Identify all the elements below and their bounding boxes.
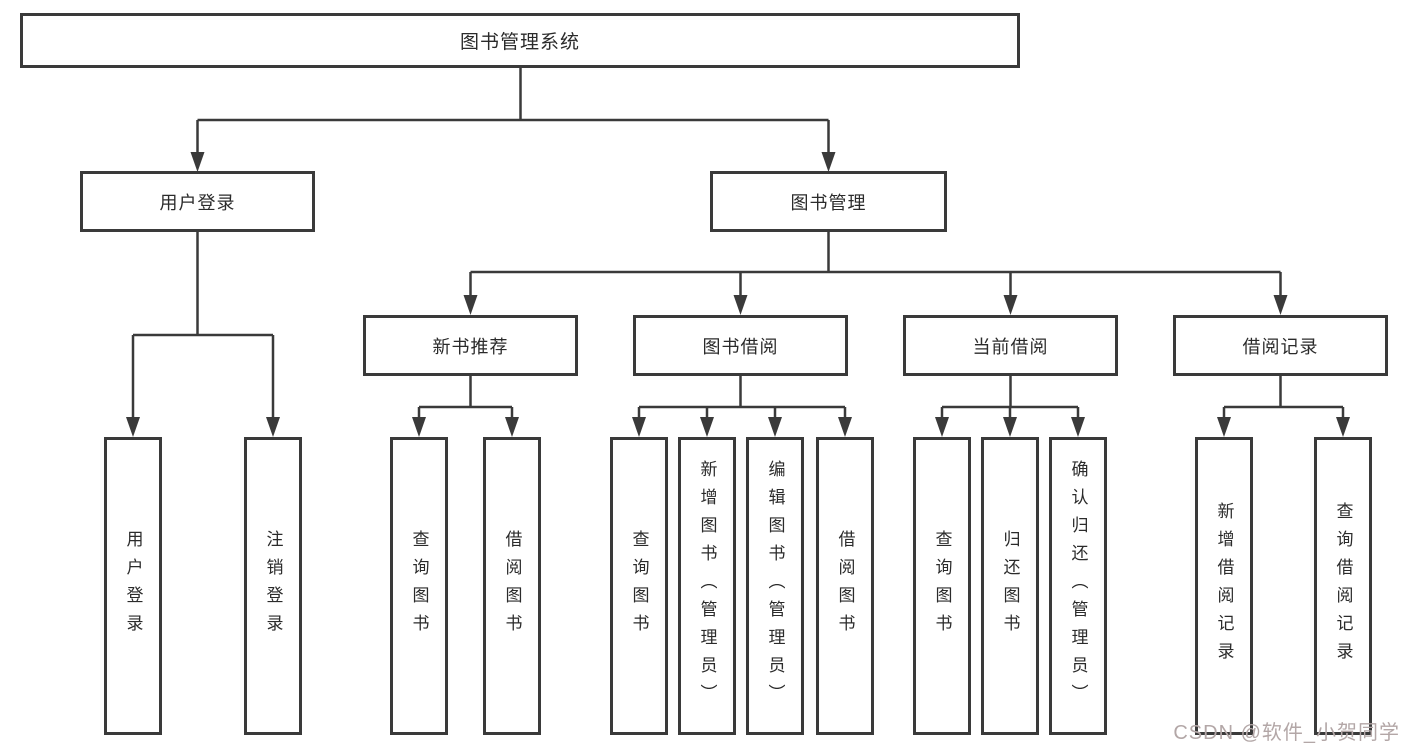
leaf-nbr-query-books: 查询图书 [390, 437, 448, 735]
leaf-user-login: 用户登录 [104, 437, 162, 735]
leaf-br-query-record: 查询借阅记录 [1314, 437, 1372, 735]
leaf-cb-confirm-return-admin-label: 确认归还（管理员） [1068, 460, 1088, 712]
node-root-label: 图书管理系统 [459, 32, 580, 53]
node-new-book-recommend: 新书推荐 [363, 315, 578, 376]
node-book-management-label: 图书管理 [790, 192, 867, 213]
leaf-br-query-record-label: 查询借阅记录 [1333, 502, 1353, 670]
leaf-bb-edit-books-admin: 编辑图书（管理员） [746, 437, 804, 735]
leaf-cb-query-books-label: 查询图书 [932, 530, 952, 642]
connector-root-to-level2 [189, 68, 837, 174]
leaf-nbr-query-books-label: 查询图书 [409, 530, 429, 642]
node-current-borrowing: 当前借阅 [903, 315, 1118, 376]
connector-new-book-rec-to-leaves [410, 375, 521, 439]
connector-borrow-records-to-leaves [1215, 375, 1352, 439]
leaf-bb-borrow-books-label: 借阅图书 [835, 530, 855, 642]
node-borrowing-records-label: 借阅记录 [1242, 336, 1319, 357]
leaf-bb-borrow-books: 借阅图书 [816, 437, 874, 735]
leaf-bb-query-books: 查询图书 [610, 437, 668, 735]
node-new-book-recommend-label: 新书推荐 [432, 336, 509, 357]
watermark: CSDN @软件_小贺同学 [1173, 722, 1400, 744]
leaf-bb-edit-books-admin-label: 编辑图书（管理员） [765, 460, 785, 712]
leaf-nbr-borrow-books-label: 借阅图书 [502, 530, 522, 642]
node-root: 图书管理系统 [20, 13, 1020, 68]
leaf-nbr-borrow-books: 借阅图书 [483, 437, 541, 735]
node-user-login-label: 用户登录 [159, 192, 236, 213]
leaf-cb-return-books: 归还图书 [981, 437, 1039, 735]
node-book-borrowing-label: 图书借阅 [702, 336, 779, 357]
node-book-borrowing: 图书借阅 [633, 315, 848, 376]
leaf-logout-label: 注销登录 [263, 530, 283, 642]
leaf-bb-add-books-admin-label: 新增图书（管理员） [697, 460, 717, 712]
connector-user-login-to-leaves [124, 232, 282, 439]
node-current-borrowing-label: 当前借阅 [972, 336, 1049, 357]
leaf-user-login-label: 用户登录 [123, 530, 143, 642]
leaf-cb-confirm-return-admin: 确认归还（管理员） [1049, 437, 1107, 735]
connector-current-borrow-to-leaves [933, 375, 1087, 439]
connector-book-mgmt-to-level3 [462, 232, 1289, 317]
leaf-br-add-record: 新增借阅记录 [1195, 437, 1253, 735]
node-borrowing-records: 借阅记录 [1173, 315, 1388, 376]
connector-book-borrow-to-leaves [630, 375, 854, 439]
leaf-cb-return-books-label: 归还图书 [1000, 530, 1020, 642]
node-user-login: 用户登录 [80, 171, 315, 232]
leaf-cb-query-books: 查询图书 [913, 437, 971, 735]
leaf-bb-add-books-admin: 新增图书（管理员） [678, 437, 736, 735]
leaf-logout: 注销登录 [244, 437, 302, 735]
leaf-br-add-record-label: 新增借阅记录 [1214, 502, 1234, 670]
node-book-management: 图书管理 [710, 171, 947, 232]
leaf-bb-query-books-label: 查询图书 [629, 530, 649, 642]
